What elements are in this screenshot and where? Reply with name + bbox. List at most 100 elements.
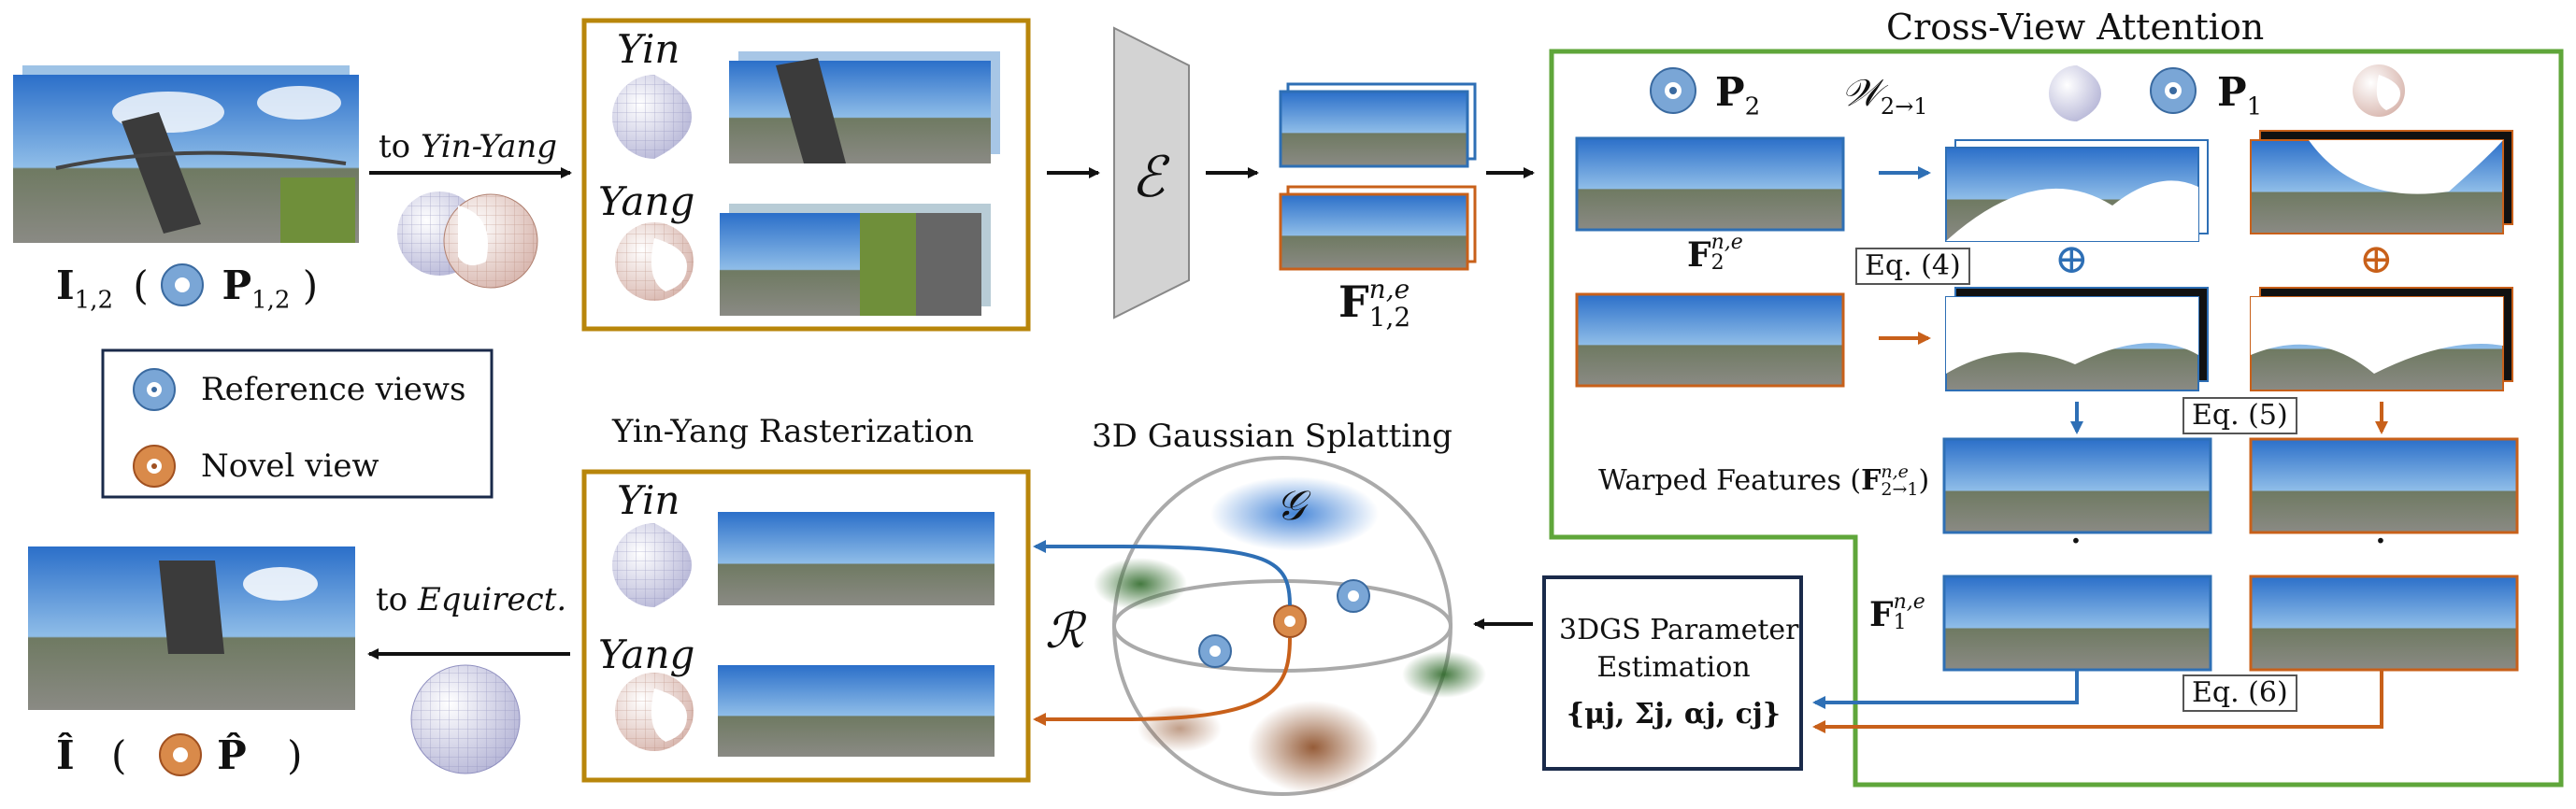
raster-box bbox=[581, 469, 1031, 783]
eq5-box: Eq. (5) bbox=[2182, 397, 2297, 434]
legend-novel-icon bbox=[133, 445, 176, 488]
splat-camera-novel bbox=[1273, 604, 1307, 638]
to-yinyang-italic: Yin-Yang bbox=[420, 128, 558, 165]
gaussian-sphere bbox=[1094, 456, 1486, 796]
output-pose-icon bbox=[159, 733, 202, 776]
f2-sub: 2 bbox=[1710, 251, 1724, 275]
legend-novel-label: Novel view bbox=[201, 447, 379, 485]
to-equirect-italic: Equirect. bbox=[417, 581, 567, 618]
features-sub: 1,2 bbox=[1368, 302, 1411, 333]
eq6-box: Eq. (6) bbox=[2182, 674, 2297, 712]
f2-main: F bbox=[1687, 235, 1711, 275]
arrow-render-orange bbox=[1033, 637, 1292, 726]
warped-feature-orange bbox=[2249, 437, 2519, 534]
warped-sup: n,e bbox=[1881, 461, 1909, 482]
input-label: I1,2 ( P1,2 ) bbox=[56, 263, 319, 315]
p1-sub: 1 bbox=[2246, 92, 2263, 121]
oplus-blue: ⊕ bbox=[2054, 235, 2089, 283]
to-equirect-prefix: to bbox=[376, 581, 418, 618]
output-panorama bbox=[28, 546, 355, 710]
input-label-main: I bbox=[56, 263, 75, 308]
feature-f2-orange bbox=[1575, 292, 1845, 388]
estimation-params: {μj, Σj, αj, cj} bbox=[1566, 698, 1782, 731]
dots-orange: · bbox=[2374, 518, 2387, 565]
f1-sup: n,e bbox=[1893, 590, 1925, 614]
yinyang-sphere-icon bbox=[397, 192, 538, 289]
oplus-orange: ⊕ bbox=[2359, 235, 2394, 283]
warped-main: F bbox=[1861, 464, 1882, 497]
warped-feature-blue bbox=[1942, 437, 2212, 534]
yin-raster-panorama bbox=[718, 512, 995, 605]
render-R-label: ℛ bbox=[1045, 603, 1084, 660]
yin-hemisphere-raster bbox=[612, 523, 692, 607]
p1-main: P bbox=[2217, 69, 2247, 115]
f2-sup: n,e bbox=[1710, 231, 1743, 254]
feature-f2-blue bbox=[1575, 136, 1845, 232]
warped-prefix: Warped Features ( bbox=[1598, 464, 1862, 497]
splat-camera-ref-1 bbox=[1337, 579, 1370, 613]
features-sup: n,e bbox=[1368, 274, 1410, 305]
estimation-box bbox=[1542, 575, 1803, 771]
warp-sub: 2→1 bbox=[1880, 93, 1928, 120]
p2-main: P bbox=[1715, 69, 1745, 115]
p2-sub: 2 bbox=[1744, 92, 1761, 121]
dots-blue: · bbox=[2069, 518, 2082, 565]
cross-view-box bbox=[1549, 49, 2564, 788]
splatting-title: 3D Gaussian Splatting bbox=[1092, 418, 1453, 455]
encoder-symbol: ℰ bbox=[1131, 145, 1166, 210]
splat-camera-ref-2 bbox=[1198, 634, 1232, 668]
yang-label-top: Yang bbox=[598, 178, 695, 224]
output-label-main: Î bbox=[56, 732, 75, 778]
yin-hemisphere-top bbox=[612, 75, 692, 159]
raster-title: Yin-Yang Rasterization bbox=[612, 413, 975, 450]
yang-panorama-top bbox=[720, 204, 991, 316]
reference-camera-icon-p2 bbox=[1650, 67, 1696, 114]
feature-maps bbox=[1279, 82, 1477, 271]
output-label: Î ( P̂ ) bbox=[56, 732, 303, 778]
arrow-render-blue bbox=[1033, 540, 1292, 606]
equirect-sphere-icon bbox=[410, 664, 521, 774]
yin-label-top: Yin bbox=[617, 26, 680, 72]
p1-label: P1 bbox=[2217, 73, 2263, 121]
input-pose-sub: 1,2 bbox=[251, 286, 291, 315]
yin-hemisphere-cv bbox=[2049, 65, 2101, 121]
to-yinyang-prefix: to bbox=[379, 128, 421, 165]
legend-reference-icon bbox=[133, 368, 176, 411]
output-pose-main: P̂ bbox=[217, 732, 247, 778]
yin-label-raster: Yin bbox=[617, 477, 680, 523]
reference-camera-icon-p1 bbox=[2150, 67, 2197, 114]
warped-yang-row2 bbox=[2250, 287, 2513, 391]
input-pose-icon bbox=[161, 263, 204, 306]
to-yinyang-label: to Yin-Yang bbox=[379, 131, 557, 163]
cross-view-title: Cross-View Attention bbox=[1886, 7, 2265, 48]
eq4-box: Eq. (4) bbox=[1855, 248, 1970, 285]
warped-yin-row2 bbox=[1945, 287, 2209, 391]
f1-main: F bbox=[1869, 595, 1894, 634]
yin-panorama-top bbox=[729, 51, 1000, 163]
estimation-line2: Estimation bbox=[1596, 651, 1751, 684]
warp-label: 𝒲2→1 bbox=[1841, 75, 1928, 118]
warped-suffix: ) bbox=[1918, 464, 1930, 497]
feature-f1-orange bbox=[2249, 575, 2519, 672]
input-panoramas bbox=[13, 65, 359, 243]
yinyang-box-top bbox=[581, 18, 1031, 332]
feature-f1-blue bbox=[1942, 575, 2212, 672]
f1-sub: 1 bbox=[1893, 611, 1907, 634]
to-equirect-label: to Equirect. bbox=[376, 584, 566, 616]
features-main: F bbox=[1338, 277, 1369, 327]
legend-reference-label: Reference views bbox=[201, 371, 466, 408]
warped-yang-orange bbox=[2250, 130, 2513, 234]
estimation-line1: 3DGS Parameter bbox=[1559, 614, 1799, 646]
p2-label: P2 bbox=[1715, 73, 1761, 121]
input-pose-main: P bbox=[222, 263, 252, 308]
yang-raster-panorama bbox=[718, 665, 995, 757]
yang-hemisphere-raster bbox=[615, 673, 694, 751]
yang-hemisphere-cv bbox=[2353, 64, 2405, 117]
encoder-block bbox=[1113, 26, 1190, 319]
input-label-sub: 1,2 bbox=[74, 286, 114, 315]
gaussian-G-label: 𝒢 bbox=[1276, 482, 1306, 530]
